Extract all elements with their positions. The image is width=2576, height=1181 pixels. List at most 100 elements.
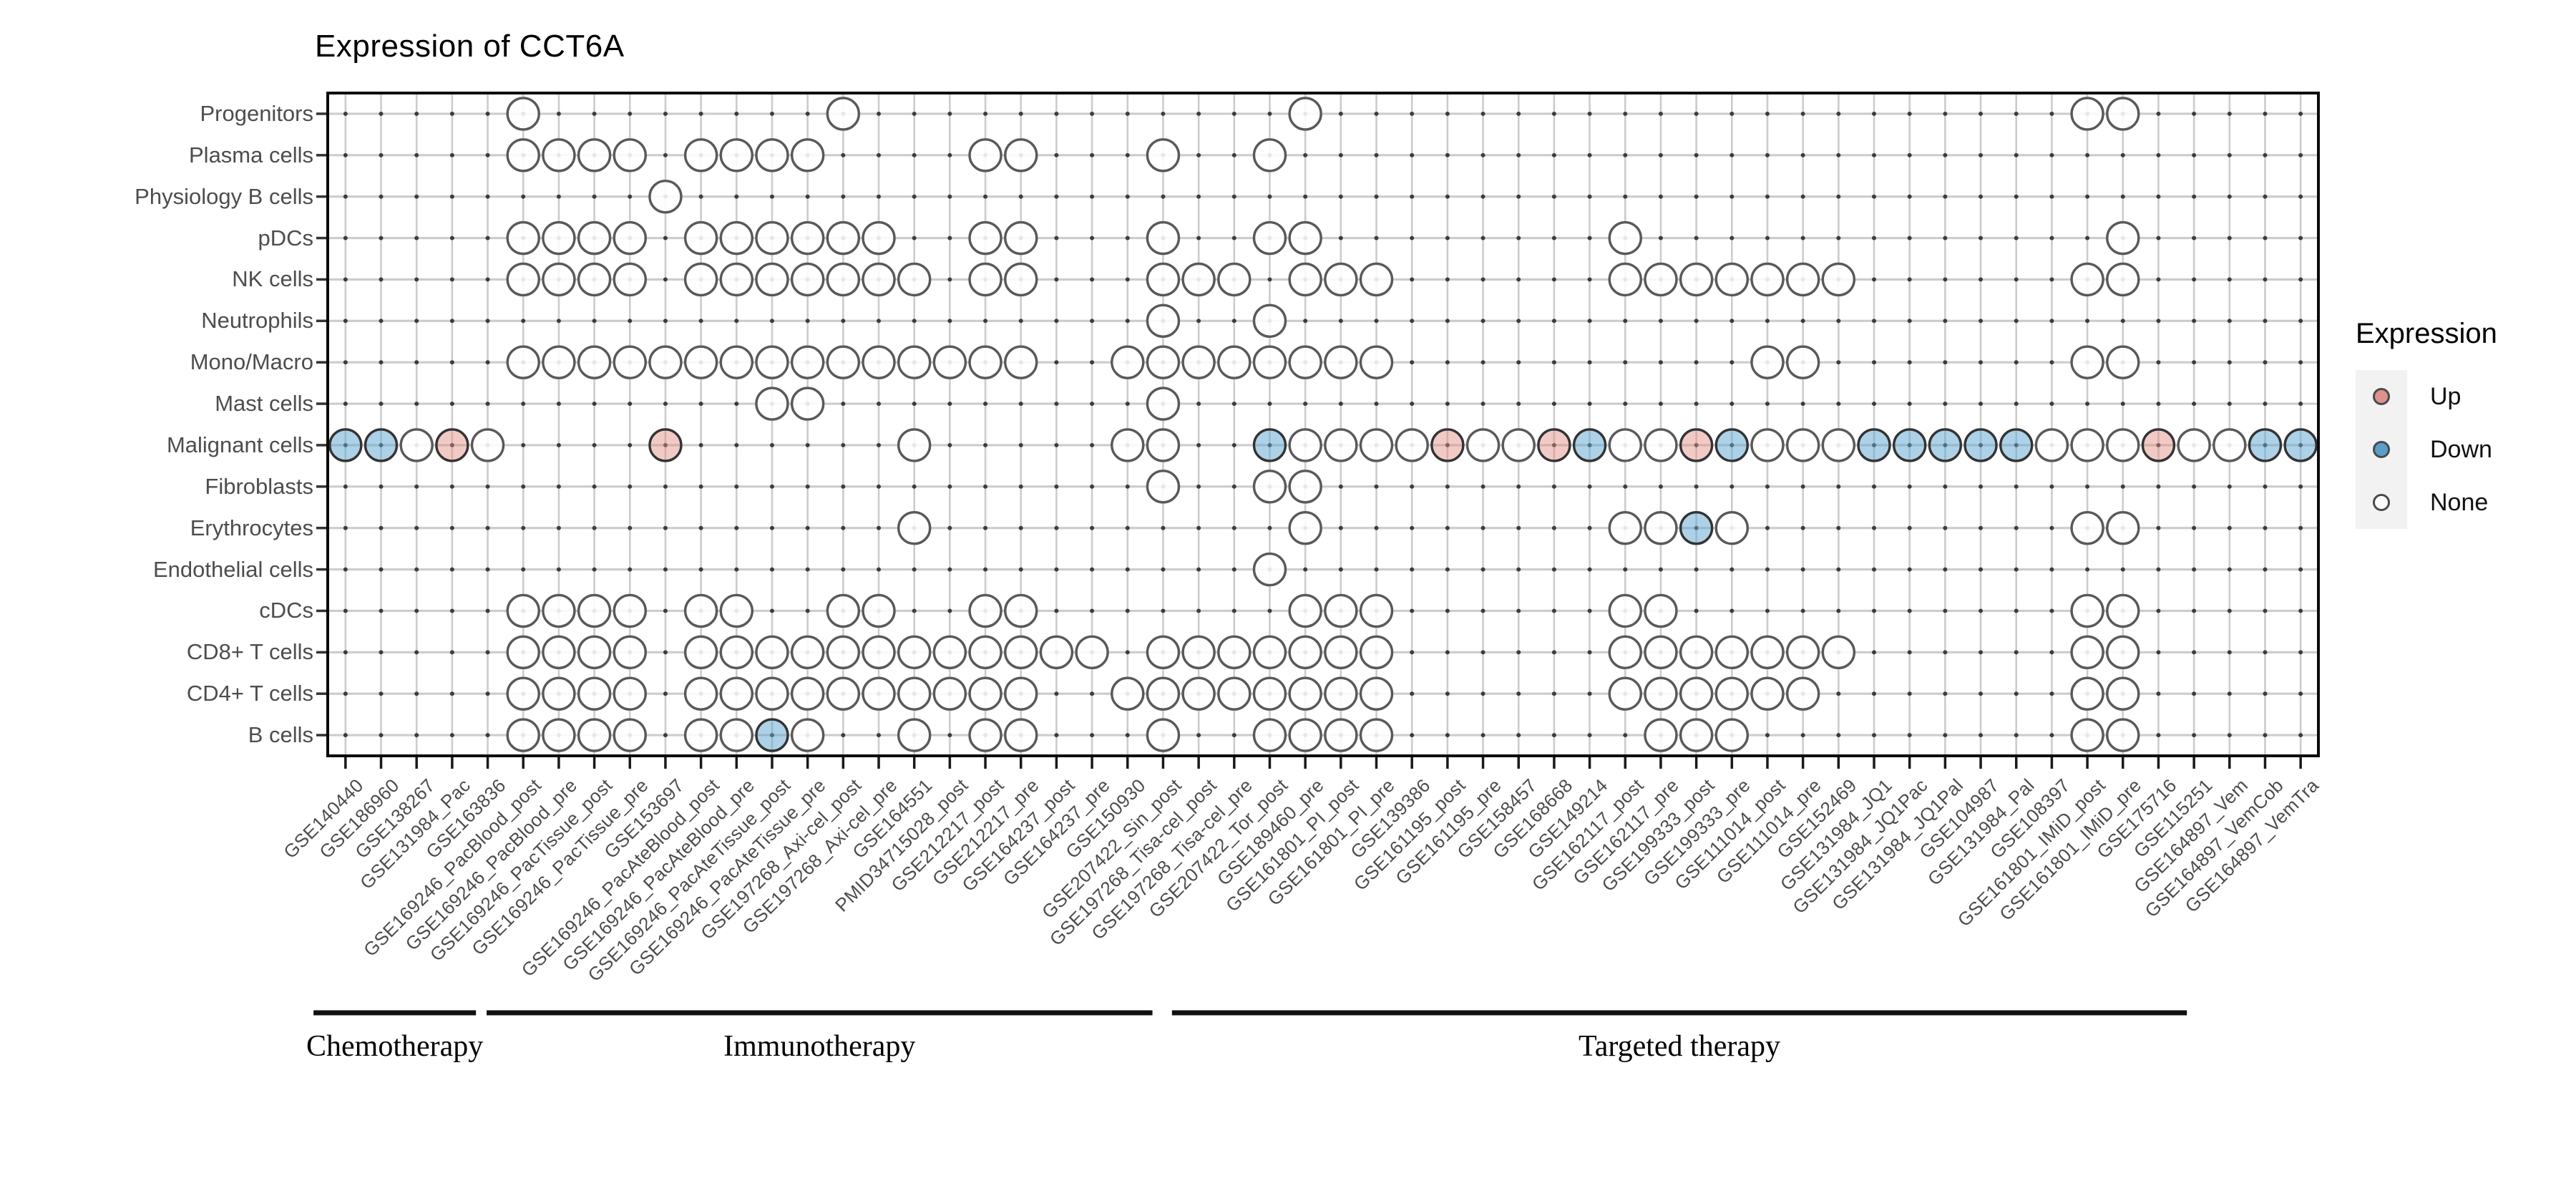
dot-none: [826, 593, 861, 628]
grid-dot: [485, 402, 490, 407]
grid-dot: [1943, 277, 1948, 282]
dot-none: [1111, 345, 1145, 379]
dot-none: [1004, 635, 1038, 670]
grid-dot: [983, 319, 988, 324]
grid-dot: [414, 319, 419, 324]
grid-dot: [379, 608, 384, 613]
grid-dot: [1303, 567, 1308, 572]
grid-dot: [877, 484, 882, 489]
dot-none: [2106, 262, 2140, 297]
grid-dot: [1694, 402, 1699, 407]
dot-none: [897, 428, 932, 462]
grid-dot: [2227, 277, 2232, 282]
grid-dot: [947, 152, 952, 157]
grid-dot: [521, 525, 526, 530]
grid-dot: [1445, 194, 1450, 199]
grid-dot: [592, 442, 597, 447]
dot-none: [1714, 635, 1750, 670]
grid-dot: [2120, 567, 2125, 572]
grid-dot: [1872, 567, 1877, 572]
grid-dot: [414, 567, 419, 572]
grid-dot: [1090, 360, 1095, 365]
grid-dot: [2227, 235, 2232, 240]
grid-dot: [592, 402, 597, 407]
grid-dot: [1445, 152, 1450, 157]
grid-dot: [485, 567, 490, 572]
grid-dot: [592, 111, 597, 116]
grid-dot: [1480, 691, 1485, 696]
dot-none: [1785, 262, 1820, 297]
grid-dot: [2227, 691, 2232, 696]
grid-dot: [663, 442, 668, 447]
grid-dot: [2156, 567, 2161, 572]
grid-dot: [947, 235, 952, 240]
dot-none: [1608, 510, 1642, 545]
grid-dot: [1480, 608, 1485, 613]
grid-dot: [2156, 152, 2161, 157]
grid-dot: [1943, 111, 1948, 116]
grid-dot: [2120, 194, 2125, 199]
grid-dot: [343, 152, 348, 157]
grid-dot: [769, 111, 774, 116]
grid-dot: [1054, 111, 1059, 116]
grid-dot: [769, 442, 774, 447]
grid-dot: [1516, 152, 1521, 157]
grid-dot: [1587, 691, 1592, 696]
dot-none: [2106, 635, 2140, 670]
grid-dot: [556, 442, 561, 447]
grid-dot: [1303, 402, 1308, 407]
grid-dot: [556, 194, 561, 199]
grid-dot: [2049, 194, 2054, 199]
grid-dot: [449, 277, 454, 282]
grid-dot: [1480, 360, 1485, 365]
grid-dot: [769, 484, 774, 489]
dot-none: [1252, 635, 1287, 670]
dot-none: [1324, 676, 1358, 711]
grid-dot: [1872, 691, 1877, 696]
grid-dot: [841, 733, 846, 738]
grid-dot: [2192, 277, 2197, 282]
grid-dot: [877, 152, 882, 157]
dot-none: [1324, 262, 1358, 297]
dot-none: [1146, 220, 1181, 256]
grid-dot: [983, 567, 988, 572]
dot-none: [1750, 262, 1785, 297]
grid-dot: [1231, 484, 1236, 489]
dot-none: [755, 345, 789, 379]
grid-dot: [663, 402, 668, 407]
grid-dot: [2120, 484, 2125, 489]
grid-dot: [1054, 733, 1059, 738]
grid-dot: [2192, 525, 2197, 530]
dot-none: [1004, 676, 1038, 711]
grid-dot: [1090, 111, 1095, 116]
dot-none: [399, 428, 434, 462]
grid-dot: [1836, 152, 1841, 157]
dot-none: [2106, 220, 2140, 256]
grid-dot: [628, 567, 633, 572]
grid-dot: [2298, 733, 2303, 738]
grid-dot: [1445, 525, 1450, 530]
grid-dot: [2014, 152, 2019, 157]
dot-none: [719, 635, 754, 670]
dot-none: [1146, 676, 1181, 711]
grid-dot: [1658, 360, 1663, 365]
grid-dot: [2227, 111, 2232, 116]
grid-dot: [1872, 733, 1877, 738]
grid-dot: [912, 111, 917, 116]
grid-dot: [1410, 319, 1415, 324]
grid-dot: [947, 567, 952, 572]
grid-dot: [1551, 402, 1556, 407]
dot-none: [577, 676, 612, 711]
grid-dot: [663, 608, 668, 613]
grid-dot: [2156, 442, 2161, 447]
dot-none: [1252, 552, 1287, 587]
grid-dot: [449, 194, 454, 199]
grid-dot: [769, 567, 774, 572]
dot-none: [2177, 428, 2211, 462]
grid-dot: [1231, 567, 1236, 572]
dot-none: [755, 635, 789, 670]
grid-dot: [1943, 360, 1948, 365]
dot-none: [1359, 345, 1394, 379]
dot-none: [790, 220, 825, 256]
